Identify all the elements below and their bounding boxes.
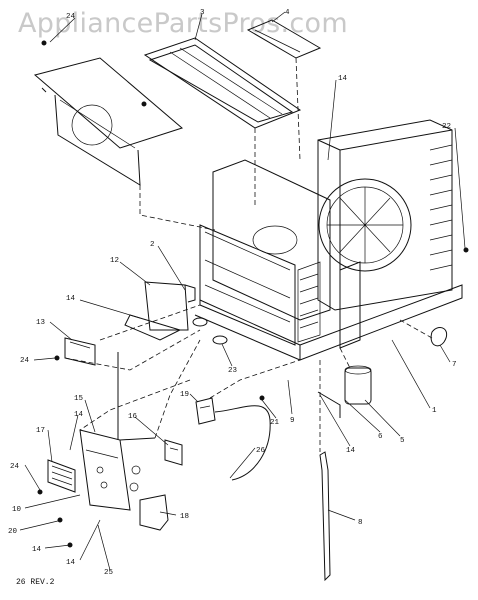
screw (37, 489, 43, 495)
callout-18: 18 (180, 513, 189, 521)
callout-23: 23 (228, 367, 238, 375)
callout-24: 24 (66, 13, 76, 21)
callout-24: 24 (20, 357, 30, 365)
callout-26: 26 (256, 447, 266, 455)
callout-24: 24 (10, 463, 20, 471)
run-capacitor (344, 365, 372, 405)
callout-3: 3 (200, 9, 205, 17)
grommet (192, 317, 208, 327)
control-box (79, 429, 156, 511)
callout-19: 19 (180, 391, 189, 399)
screw (54, 355, 60, 361)
knob-panel (47, 459, 76, 493)
callout-8: 8 (358, 519, 363, 527)
callout-1: 1 (432, 407, 437, 415)
callout-5: 5 (400, 437, 405, 445)
callout-10: 10 (12, 506, 22, 514)
callout-2: 2 (150, 241, 155, 249)
callout-15: 15 (74, 395, 84, 403)
bracket (124, 281, 189, 341)
capacitor (64, 337, 96, 366)
leader-lines (19, 11, 466, 571)
callout-9: 9 (290, 417, 295, 425)
strap (317, 391, 341, 418)
callout-21: 21 (270, 419, 280, 427)
callout-6: 6 (378, 433, 383, 441)
revision-label: 26 REV.2 (16, 578, 55, 587)
callout-14: 14 (32, 546, 42, 554)
selector-switch (164, 439, 183, 466)
power-cord-loop (430, 327, 448, 347)
callout-22: 22 (442, 123, 451, 131)
callout-14: 14 (346, 447, 356, 455)
callout-14: 14 (66, 559, 76, 567)
callout-16: 16 (128, 413, 138, 421)
top-cover-panel (33, 40, 184, 186)
screw (463, 247, 469, 253)
callout-12: 12 (110, 257, 119, 265)
mounting-bracket (139, 494, 169, 531)
watermark: AppliancePartsPros.com (18, 8, 348, 39)
front-grille-frame (143, 37, 302, 129)
chassis-base (194, 284, 463, 361)
drain-tube (319, 451, 331, 582)
evaporator-assembly (199, 159, 361, 349)
callout-13: 13 (36, 319, 46, 327)
callout-14: 14 (66, 295, 76, 303)
callout-17: 17 (36, 427, 45, 435)
screw (259, 395, 265, 401)
callout-25: 25 (104, 569, 114, 577)
control-panel-cover (246, 19, 322, 59)
callout-14: 14 (74, 411, 84, 419)
callout-7: 7 (452, 361, 457, 369)
callout-14: 14 (338, 75, 348, 83)
callout-20: 20 (8, 528, 18, 536)
condenser-assembly (317, 119, 453, 311)
wire-harness (214, 405, 271, 481)
relay (195, 397, 216, 425)
grommet (212, 335, 228, 345)
clip (184, 284, 196, 303)
callout-4: 4 (285, 9, 290, 17)
